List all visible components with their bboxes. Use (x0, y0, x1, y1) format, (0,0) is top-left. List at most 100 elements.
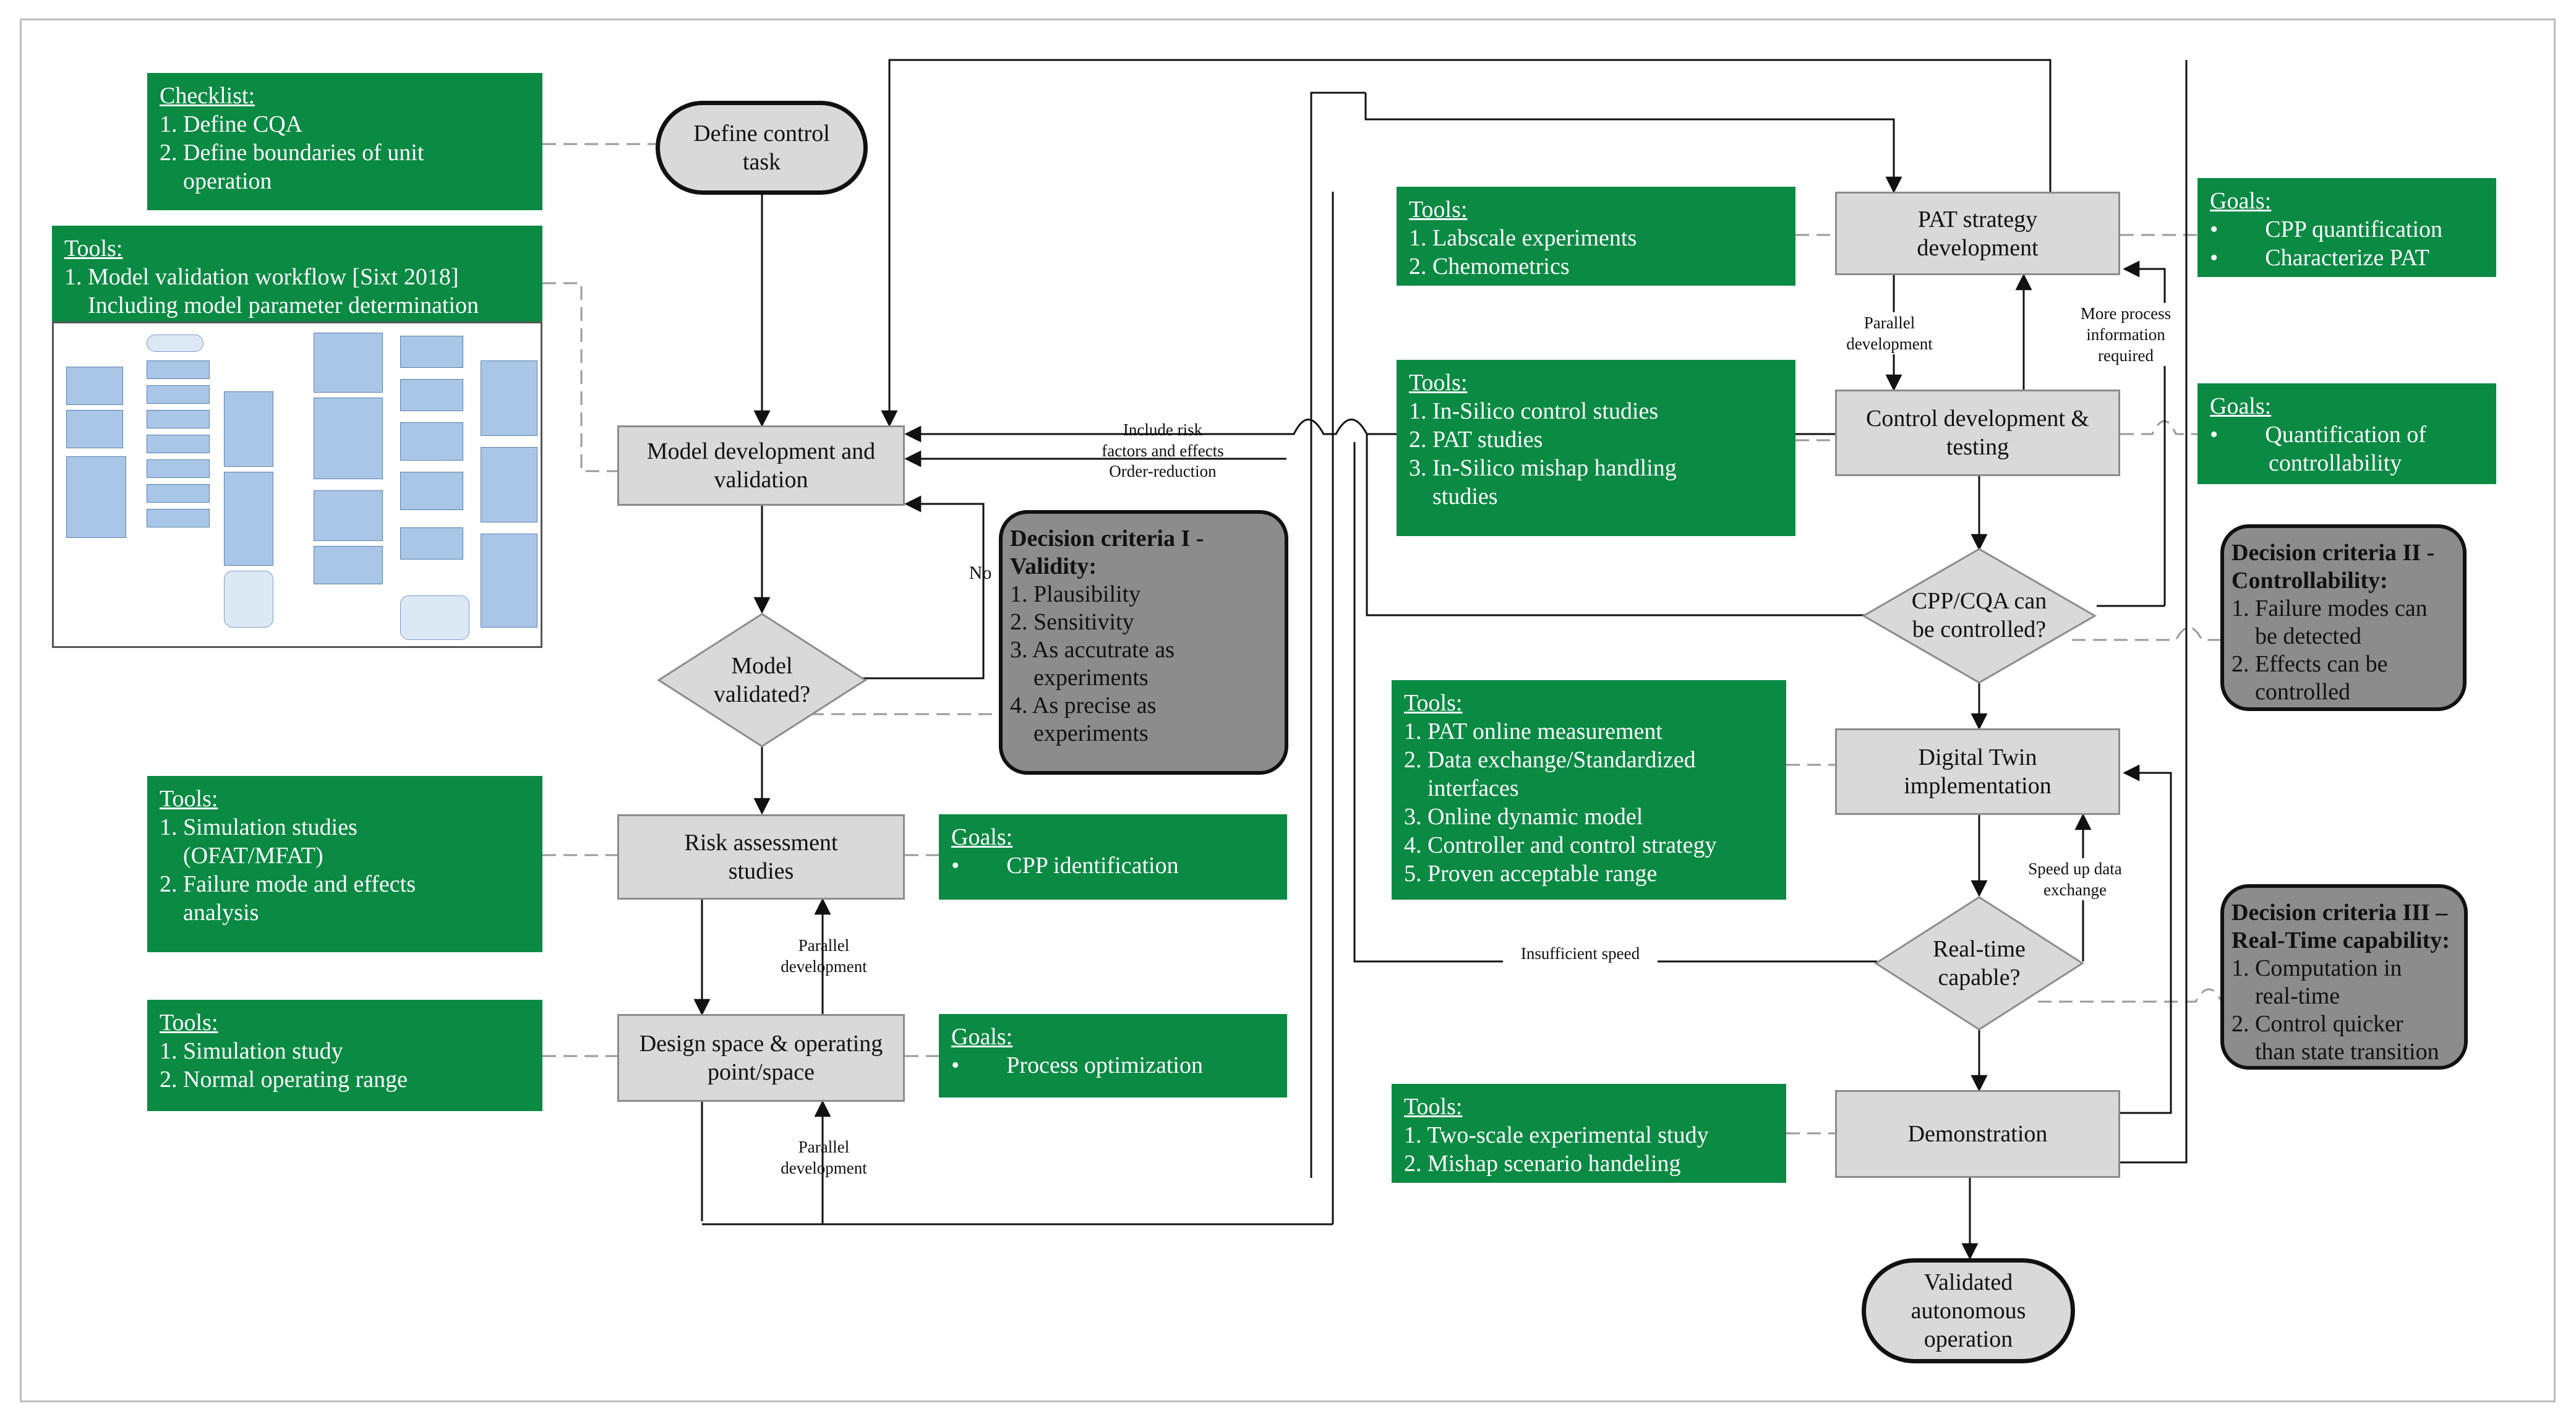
tools-design-box: Tools: 1. Simulation study 2. Normal ope… (147, 1000, 542, 1111)
tools-item: 1. Labscale experiments (1409, 225, 1637, 251)
tools-item: 5. Proven acceptable range (1404, 861, 1658, 887)
decision-criteria-item: 4. As precise as experiments (1010, 692, 1157, 746)
demonstration-label: Demonstration (1907, 1121, 2048, 1147)
tools-item: 1. Model validation workflow [Sixt 2018] (64, 264, 459, 290)
goals-item: • Characterize PAT (2210, 245, 2429, 271)
control-development-label: Control development & testing (1866, 406, 2089, 460)
tools-heading: Tools: (160, 786, 218, 812)
tools-heading: Tools: (1409, 370, 1468, 396)
tools-item: 4. Controller and control strategy (1404, 832, 1717, 858)
demonstration-node: Demonstration (1835, 1090, 2120, 1178)
line-top-loop (881, 59, 2052, 427)
control-development-node: Control development & testing (1835, 390, 2120, 476)
decision-criteria-item: 2. Effects can be controlled (2232, 651, 2388, 705)
parallel-development-label: Parallel development (781, 1138, 867, 1177)
no-label: No (969, 563, 992, 583)
decision-criteria-item: 2. Control quicker than state transition (2232, 1011, 2439, 1065)
line-order-reduction (1366, 434, 1868, 616)
realtime-diamond (1874, 896, 2084, 1031)
tools-twoscale-box: Tools: 1. Two-scale experimental study 2… (1392, 1084, 1786, 1183)
tools-item: 2. Chemometrics (1409, 254, 1570, 279)
risk-assessment-label: Risk assessment studies (684, 830, 838, 884)
checklist-item: operation (160, 168, 272, 194)
model-validated-label: Model validated? (713, 653, 811, 707)
tools-item: 1. Simulation study (160, 1038, 343, 1064)
validated-autonomous-node: Validated autonomous operation (1862, 1258, 2075, 1363)
goals-controllability-box: Goals: • Quantification of controllabili… (2197, 383, 2496, 484)
tools-item: 1. Two-scale experimental study (1404, 1122, 1709, 1148)
model-development-label: Model development and validation (646, 438, 876, 493)
tools-item: 3. Online dynamic model (1404, 804, 1643, 830)
tools-heading: Tools: (1404, 690, 1463, 716)
dash-tools-validation (542, 282, 617, 472)
define-control-task-label: Define control task (693, 121, 830, 175)
goals-heading: Goals: (2210, 188, 2272, 214)
line-more-process (2123, 260, 2166, 606)
cpp-cqa-diamond (1862, 548, 2097, 684)
goals-cpp-quantification-box: Goals: • CPP quantification • Characteri… (2197, 178, 2496, 277)
parallel-development-label: Parallel development (1828, 312, 1951, 354)
tools-heading: Tools: (1404, 1094, 1463, 1120)
decision-criteria-item: 1. Failure modes can be detected (2232, 595, 2428, 649)
decision-criteria-title: Decision criteria II - Controllability: (2232, 540, 2435, 594)
tools-item: 3. In-Silico mishap handling (1409, 455, 1677, 481)
tools-item: Including model parameter determination (64, 292, 479, 318)
model-validated-diamond (657, 613, 867, 748)
model-development-node: Model development and validation (617, 425, 905, 506)
goals-heading: Goals: (2210, 393, 2272, 419)
decision-criteria-3: Decision criteria III – Real-Time capabi… (2220, 884, 2468, 1070)
design-space-node: Design space & operating point/space (617, 1014, 905, 1102)
figure-frame (20, 19, 2556, 1402)
insufficient-speed-label: Insufficient speed (1503, 943, 1658, 964)
tools-item: 2. Failure mode and effects (160, 871, 416, 897)
tools-item: 2. Mishap scenario handeling (1404, 1151, 1681, 1177)
tools-item: 1. Simulation studies (160, 814, 357, 840)
tools-item: 2. PAT studies (1409, 427, 1543, 453)
goals-item: • Process optimization (951, 1052, 1203, 1078)
tools-simulation-box: Tools: 1. Simulation studies (OFAT/MFAT)… (147, 776, 542, 952)
decision-criteria-item: 1. Computation in real-time (2232, 955, 2402, 1009)
checklist-box: Checklist: 1. Define CQA 2. Define bound… (147, 73, 542, 210)
define-control-task-node: Define control task (656, 101, 868, 195)
tools-item: 2. Normal operating range (160, 1067, 408, 1093)
line-include-risk (904, 419, 1836, 443)
goals-item: • CPP identification (951, 853, 1179, 879)
decision-criteria-item: 1. Plausibility (1010, 581, 1141, 607)
risk-assessment-node: Risk assessment studies (617, 814, 905, 900)
tools-item: interfaces (1404, 775, 1519, 801)
line-demo-right (2120, 764, 2172, 1114)
decision-criteria-title: Decision criteria I - Validity: (1010, 526, 1204, 579)
goals-process-box: Goals: • Process optimization (939, 1014, 1287, 1097)
decision-criteria-item: 3. As accutrate as experiments (1010, 637, 1175, 691)
speed-up-label: Speed up data exchange (2004, 858, 2146, 900)
decision-criteria-item: 2. Sensitivity (1010, 609, 1134, 635)
pat-strategy-node: PAT strategy development (1835, 192, 2120, 275)
digital-twin-node: Digital Twin implementation (1835, 728, 2120, 815)
goals-heading: Goals: (951, 1024, 1013, 1050)
tools-item: studies (1409, 484, 1498, 509)
checklist-heading: Checklist: (160, 83, 255, 109)
pat-strategy-label: PAT strategy development (1917, 206, 2039, 261)
tools-validation-box: Tools: 1. Model validation workflow [Six… (52, 226, 542, 322)
goals-item: • CPP quantification (2210, 216, 2443, 242)
line-outer-return (2120, 60, 2188, 1164)
design-space-label: Design space & operating point/space (639, 1031, 883, 1085)
checklist-item: 1. Define CQA (160, 111, 303, 137)
workflow-thumbnail (52, 322, 542, 648)
digital-twin-label: Digital Twin implementation (1904, 744, 2052, 799)
goals-item: controllability (2210, 450, 2402, 476)
tools-item: 1. PAT online measurement (1404, 718, 1662, 744)
tools-pat-box: Tools: 1. PAT online measurement 2. Data… (1392, 680, 1786, 900)
tools-insilico-box: Tools: 1. In-Silico control studies 2. P… (1397, 360, 1795, 536)
decision-criteria-2: Decision criteria II - Controllability: … (2220, 524, 2467, 711)
realtime-label: Real-time capable? (1933, 936, 2026, 991)
tools-item: 1. In-Silico control studies (1409, 398, 1659, 424)
goals-cpp-box: Goals: • CPP identification (939, 814, 1287, 900)
decision-criteria-1: Decision criteria I - Validity: 1. Plaus… (999, 510, 1288, 775)
goals-heading: Goals: (951, 824, 1013, 850)
tools-item: analysis (160, 900, 259, 926)
tools-item: (OFAT/MFAT) (160, 843, 323, 869)
include-risk-label: Include risk factors and effects (1102, 420, 1224, 460)
